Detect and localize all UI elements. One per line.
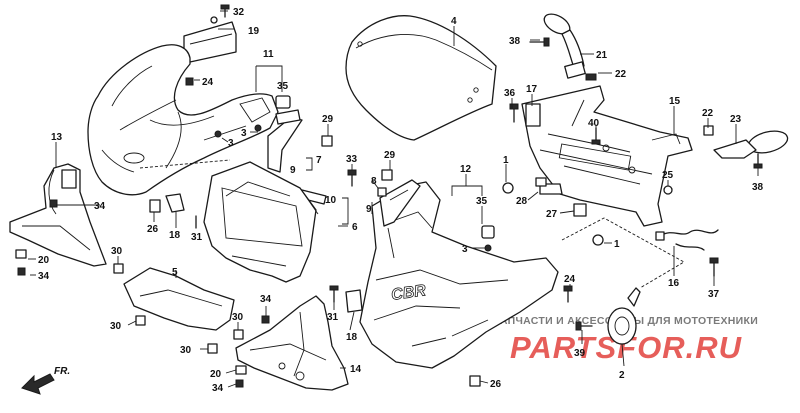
callout-27: 27 <box>546 209 558 220</box>
callout-labels: 32 19 4 38 21 11 24 35 22 36 17 15 22 23… <box>38 7 764 394</box>
part-25-grommet <box>663 185 673 195</box>
part-1-grommet-a <box>502 182 514 194</box>
callout-33: 33 <box>346 154 358 165</box>
part-13-side-cowl <box>9 163 107 267</box>
callout-14: 14 <box>350 364 362 375</box>
callout-10: 10 <box>325 195 337 206</box>
callout-12: 12 <box>460 164 472 175</box>
callout-30-b: 30 <box>110 321 122 332</box>
callout-1-b: 1 <box>614 239 620 250</box>
callout-39: 39 <box>574 348 586 359</box>
watermark: ЗАПЧАСТИ И АКСЕССУАРЫ ДЛЯ МОТОТЕХНИКИ PA… <box>493 315 758 365</box>
callout-11: 11 <box>263 49 274 60</box>
callout-6: 6 <box>352 222 358 233</box>
callout-9-b: 9 <box>366 204 372 215</box>
callout-15: 15 <box>669 96 681 107</box>
callout-34-d: 34 <box>212 383 224 394</box>
part-21-mirror <box>543 13 586 79</box>
cbr-decal: CBR <box>390 282 427 304</box>
callout-21: 21 <box>596 50 608 61</box>
callout-29: 29 <box>322 114 334 125</box>
callout-7: 7 <box>316 155 322 166</box>
callout-16: 16 <box>668 278 680 289</box>
callout-31: 31 <box>191 232 203 243</box>
callout-3-c: 3 <box>462 244 468 255</box>
callout-40: 40 <box>588 118 600 129</box>
callout-18: 18 <box>169 230 181 241</box>
part-5-under-cowl <box>123 267 235 331</box>
callout-19: 19 <box>248 26 260 37</box>
callout-37: 37 <box>708 289 720 300</box>
part-9-clip <box>379 179 421 227</box>
part-15-stay <box>521 85 693 227</box>
callout-28: 28 <box>516 196 528 207</box>
callout-13: 13 <box>51 132 63 143</box>
part-27-collar <box>573 203 587 217</box>
part-16-harness <box>655 229 719 251</box>
part-2-horn <box>607 287 641 345</box>
callout-3-b: 3 <box>228 138 234 149</box>
callout-18-b: 18 <box>346 332 358 343</box>
callout-26: 26 <box>147 224 159 235</box>
part-4-windscreen <box>345 15 497 141</box>
callout-4: 4 <box>451 16 457 27</box>
callout-38-b: 38 <box>752 182 764 193</box>
callout-34: 34 <box>94 201 106 212</box>
callout-5: 5 <box>172 267 178 278</box>
part-39-bolt <box>575 321 593 331</box>
callout-36: 36 <box>504 88 516 99</box>
callout-23: 23 <box>730 114 742 125</box>
callout-20-b: 20 <box>210 369 222 380</box>
front-arrow-label: FR. <box>54 366 70 377</box>
callout-22-right: 22 <box>702 108 714 119</box>
callout-30-d: 30 <box>180 345 192 356</box>
callout-17: 17 <box>526 84 538 95</box>
part-38-screw-b <box>753 153 763 169</box>
callout-34-c: 34 <box>260 294 272 305</box>
callout-9: 9 <box>290 165 296 176</box>
part-22-nut-a <box>585 73 597 81</box>
callout-1: 1 <box>503 155 509 166</box>
callout-30: 30 <box>111 246 123 257</box>
callout-34-b: 34 <box>38 271 50 282</box>
callout-31-b: 31 <box>327 312 339 323</box>
callout-29-b: 29 <box>384 150 396 161</box>
callout-24: 24 <box>202 77 214 88</box>
callout-20: 20 <box>38 255 50 266</box>
part-22-nut-b <box>703 125 714 136</box>
callout-35: 35 <box>277 81 289 92</box>
part-36-bolt <box>509 103 519 123</box>
reference-lines <box>139 159 685 289</box>
part-32-screw <box>220 4 230 18</box>
callout-32: 32 <box>233 7 245 18</box>
callout-3: 3 <box>241 128 247 139</box>
part-6-inner-fairing <box>203 161 319 283</box>
leader-lines <box>28 10 759 388</box>
part-37-screw <box>709 257 719 277</box>
callout-26-b: 26 <box>490 379 502 390</box>
callout-30-c: 30 <box>232 312 244 323</box>
part-19-bracket <box>183 16 237 63</box>
callout-2: 2 <box>619 370 625 381</box>
callout-8: 8 <box>371 176 377 187</box>
callout-24-b: 24 <box>564 274 576 285</box>
front-direction-arrow: FR. <box>21 366 70 395</box>
callout-22: 22 <box>615 69 627 80</box>
callout-35-b: 35 <box>476 196 488 207</box>
callout-38: 38 <box>509 36 521 47</box>
part-40-bolt <box>591 127 601 145</box>
part-1-grommet-b <box>592 234 604 246</box>
part-7-inner-panel <box>267 109 303 173</box>
part-17-bracket <box>525 103 541 127</box>
part-38-screw-a <box>529 37 550 47</box>
part-14-lower-cowl <box>235 295 349 391</box>
upper-cowl <box>87 44 279 196</box>
callout-25: 25 <box>662 170 674 181</box>
part-23-mirror <box>713 130 789 159</box>
